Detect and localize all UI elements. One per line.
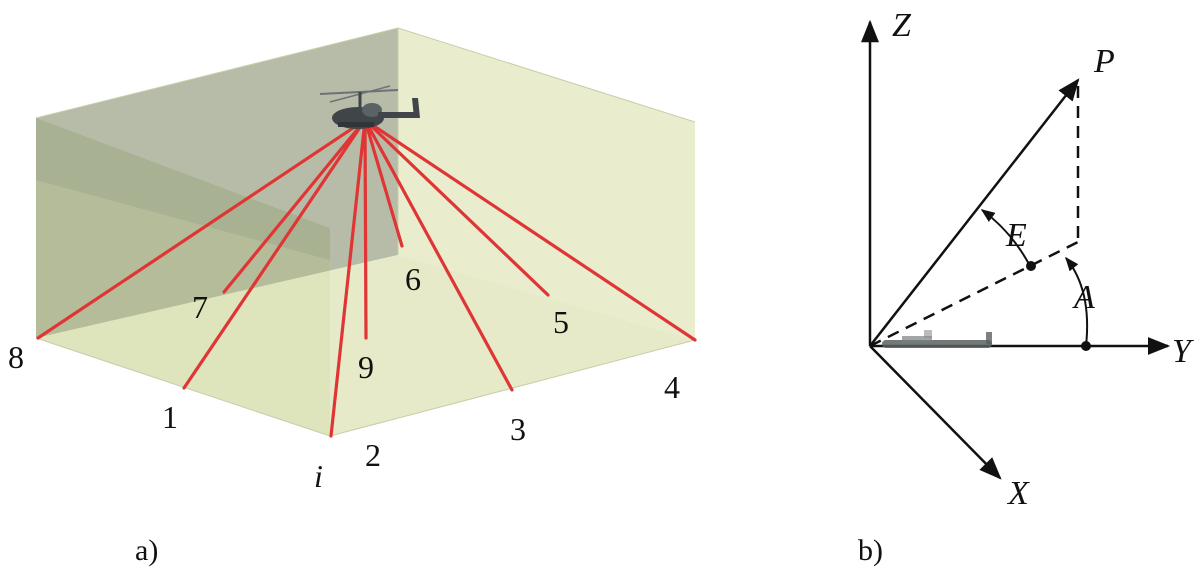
point-p-label: P (1093, 43, 1115, 80)
elevation-arc (980, 209, 1031, 267)
box-right-wall (398, 28, 695, 340)
ray-4 (363, 118, 697, 342)
label-i: i (314, 458, 323, 494)
ray-7 (222, 118, 367, 294)
ray-1 (182, 118, 367, 390)
label-4: 4 (664, 369, 680, 405)
azimuth-arc (1065, 256, 1089, 347)
caption-a: a) (135, 534, 158, 567)
axis-z-label: Z (892, 7, 912, 44)
rays (36, 118, 697, 438)
axis-x-label: X (1006, 475, 1030, 512)
ray-6 (363, 118, 404, 248)
label-6: 6 (405, 261, 421, 297)
azimuth-dot (1081, 341, 1091, 351)
box-front-left-face (36, 180, 330, 436)
x-axis (869, 345, 1002, 480)
label-7: 7 (192, 289, 208, 325)
panel-b: Z Y X P E A b) (858, 7, 1194, 567)
ray-8 (36, 118, 367, 340)
helicopter-icon (319, 85, 420, 129)
label-2: 2 (365, 437, 381, 473)
label-5: 5 (553, 304, 569, 340)
angle-a-label: A (1072, 279, 1095, 316)
ray-i (329, 118, 367, 438)
elevation-dot (1026, 261, 1036, 271)
projection-horizontal (869, 240, 1079, 348)
caption-b: b) (858, 534, 883, 567)
panel-a: 8 7 1 9 i 2 6 3 5 4 a) (8, 27, 697, 567)
label-3: 3 (510, 411, 526, 447)
ray-5 (363, 118, 550, 297)
label-1: 1 (162, 399, 178, 435)
aircraft-icon (882, 330, 992, 348)
ray-3 (363, 118, 514, 392)
label-9: 9 (358, 349, 374, 385)
label-8: 8 (8, 339, 24, 375)
vector-op (869, 78, 1080, 347)
angle-e-label: E (1005, 217, 1027, 254)
box-floor (36, 255, 695, 436)
axis-y-label: Y (1172, 333, 1194, 370)
ray-9 (363, 118, 368, 340)
